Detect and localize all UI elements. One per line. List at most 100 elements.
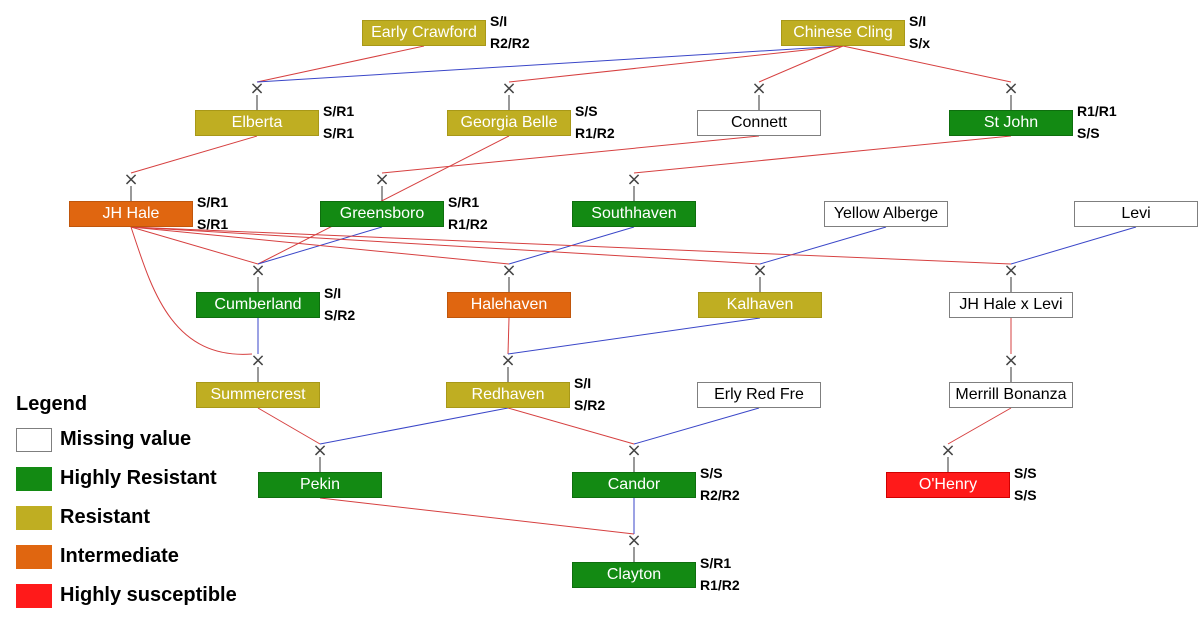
genotype-chinese-cling: S/I S/x (909, 10, 930, 54)
variety-node-clayton: Clayton (572, 562, 696, 588)
genotype-line: S/x (909, 35, 931, 51)
edge-yellow-alberge-to-x-kalhaven (759, 226, 887, 265)
genotype-line: S/R1 (448, 194, 480, 210)
legend-swatch-highly-resistant (16, 466, 52, 491)
genotype-line: S/S (700, 465, 723, 481)
genotype-line: S/S (1014, 487, 1037, 503)
variety-node-pekin: Pekin (258, 472, 382, 498)
cross-symbol: × (751, 78, 766, 99)
edge-st-john-to-x-southhaven (633, 135, 1012, 174)
variety-node-levi: Levi (1074, 201, 1198, 227)
edge-chinese-cling-to-x-georgia-belle (508, 45, 844, 83)
genotype-line: S/I (909, 13, 927, 29)
legend-label: Highly Resistant (60, 467, 217, 489)
variety-node-georgia-belle: Georgia Belle (447, 110, 571, 136)
variety-node-southhaven: Southhaven (572, 201, 696, 227)
edge-chinese-cling-to-x-connett (758, 45, 844, 83)
legend-label: Highly susceptible (60, 584, 237, 606)
cross-symbol: × (250, 260, 265, 281)
cross-symbol: × (626, 530, 641, 551)
genotype-line: S/I (574, 375, 592, 391)
legend-label: Resistant (60, 506, 151, 528)
cross-symbol: × (1003, 78, 1018, 99)
edge-chinese-cling-to-x-elberta (256, 45, 844, 83)
variety-node-greensboro: Greensboro (320, 201, 444, 227)
legend-item-resistant: Resistant (16, 498, 237, 537)
genotype-line: S/R1 (700, 555, 732, 571)
edge-erly-red-fre-to-x-candor (633, 407, 760, 445)
genotype-line: S/I (490, 13, 508, 29)
legend-title: Legend (16, 393, 88, 415)
variety-node-redhaven: Redhaven (446, 382, 570, 408)
genotype-line: R1/R1 (1077, 103, 1117, 119)
edge-redhaven-to-x-pekin (319, 407, 509, 445)
genotype-line: S/R1 (323, 125, 355, 141)
genotype-line: S/R1 (197, 216, 229, 232)
genotype-line: S/S (1077, 125, 1100, 141)
edge-summercrest-to-x-pekin (257, 407, 321, 445)
variety-node-st-john: St John (949, 110, 1073, 136)
variety-node-candor: Candor (572, 472, 696, 498)
genotype-cumberland: S/I S/R2 (324, 282, 355, 326)
variety-node-cumberland: Cumberland (196, 292, 320, 318)
cross-symbol: × (1003, 260, 1018, 281)
cross-symbol: × (249, 78, 264, 99)
variety-node-summercrest: Summercrest (196, 382, 320, 408)
legend-label: Intermediate (60, 545, 179, 567)
genotype-line: R1/R2 (448, 216, 488, 232)
cross-symbol: × (501, 260, 516, 281)
cross-symbol: × (374, 169, 389, 190)
edge-early-crawford-to-x-elberta (256, 45, 425, 83)
edge-jh-hale-to-x-jh-hale-x-levi (130, 226, 1012, 265)
genotype-line: S/I (324, 285, 342, 301)
variety-node-elberta: Elberta (195, 110, 319, 136)
genotype-line: S/R2 (324, 307, 356, 323)
genotype-line: S/R1 (323, 103, 355, 119)
edge-merrill-bonanza-to-x-ohenry (947, 407, 1012, 445)
cross-symbol: × (1003, 350, 1018, 371)
cross-symbol: × (312, 440, 327, 461)
legend-item-highly-susceptible: Highly susceptible (16, 576, 237, 615)
variety-node-yellow-alberge: Yellow Alberge (824, 201, 948, 227)
genotype-ohenry: S/S S/S (1014, 462, 1037, 506)
edge-elberta-to-x-jh-hale (130, 135, 258, 174)
edge-jh-hale-to-x-cumberland (130, 226, 259, 265)
variety-node-merrill-bonanza: Merrill Bonanza (949, 382, 1073, 408)
edge-jh-hale-to-x-summercrest (130, 226, 253, 355)
edge-redhaven-to-x-candor (507, 407, 635, 445)
edge-chinese-cling-to-x-st-john (842, 45, 1012, 83)
legend-item-intermediate: Intermediate (16, 537, 237, 576)
legend-swatch-intermediate (16, 544, 52, 569)
genotype-line: S/S (1014, 465, 1037, 481)
cross-symbol: × (752, 260, 767, 281)
genotype-redhaven: S/I S/R2 (574, 372, 605, 416)
edge-pekin-to-x-clayton (319, 497, 635, 535)
edge-kalhaven-to-x-redhaven (507, 317, 761, 355)
genotype-line: S/R2 (574, 397, 606, 413)
cross-symbol: × (250, 350, 265, 371)
variety-node-ohenry: O'Henry (886, 472, 1010, 498)
edge-jh-hale-to-x-halehaven (130, 226, 510, 265)
genotype-line: R1/R2 (700, 577, 740, 593)
variety-node-erly-red-fre: Erly Red Fre (697, 382, 821, 408)
legend: Legend Missing value Highly Resistant Re… (16, 393, 237, 615)
variety-node-jh-hale: JH Hale (69, 201, 193, 227)
variety-node-kalhaven: Kalhaven (698, 292, 822, 318)
legend-item-missing-value: Missing value (16, 420, 237, 459)
variety-node-connett: Connett (697, 110, 821, 136)
cross-symbol: × (500, 350, 515, 371)
legend-swatch-resistant (16, 505, 52, 530)
variety-node-halehaven: Halehaven (447, 292, 571, 318)
cross-symbol: × (501, 78, 516, 99)
variety-node-jh-hale-x-levi: JH Hale x Levi (949, 292, 1073, 318)
legend-swatch-highly-susceptible (16, 583, 52, 608)
edge-levi-to-x-jh-hale-x-levi (1010, 226, 1137, 265)
